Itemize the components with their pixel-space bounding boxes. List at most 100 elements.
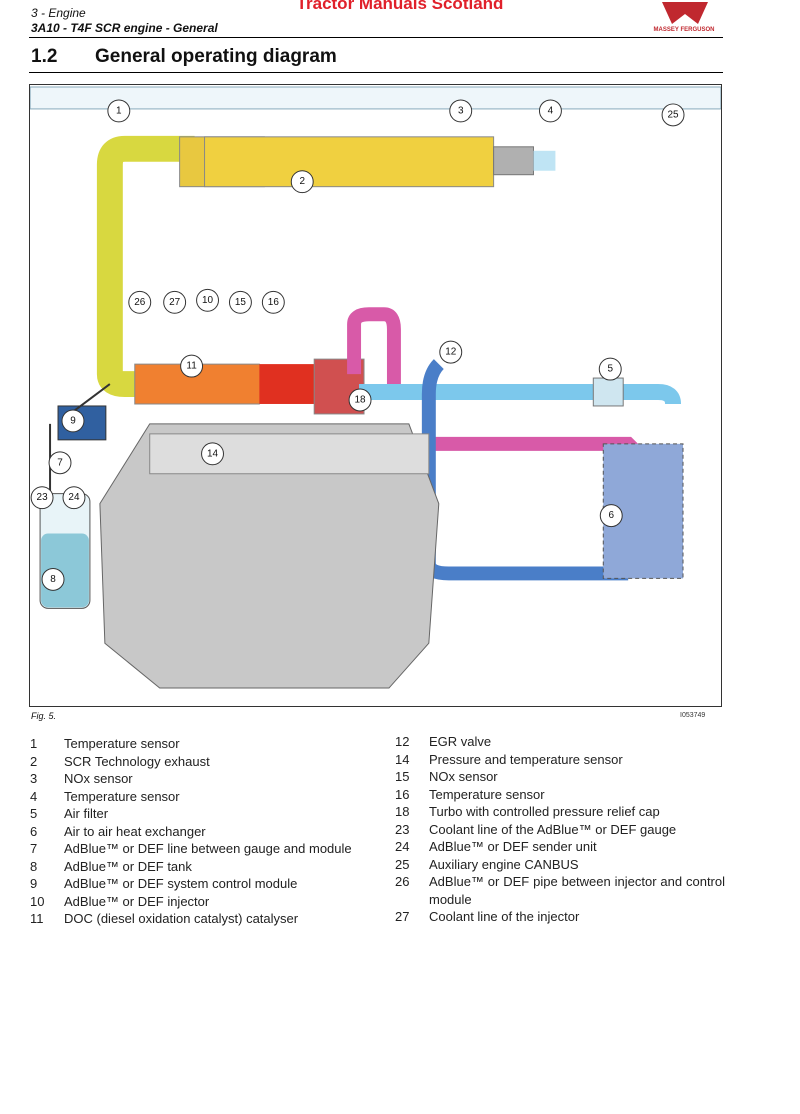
- legend-text: EGR valve: [429, 734, 492, 749]
- callout-number: 5: [607, 364, 613, 375]
- air-filter: [592, 377, 624, 407]
- callout-number: 3: [458, 105, 464, 116]
- header-rule: [29, 37, 723, 38]
- callout-4: 4: [538, 99, 562, 123]
- callout-14: 14: [201, 442, 224, 466]
- doc-catalyser: [134, 363, 275, 405]
- legend-number: 12: [395, 734, 410, 749]
- callout-number: 12: [445, 347, 457, 358]
- legend-text: AdBlue™ or DEF system control module: [64, 876, 298, 891]
- intake-pipe: [359, 384, 682, 405]
- legend-number: 15: [395, 769, 410, 784]
- legend-text: SCR Technology exhaust: [64, 753, 210, 769]
- legend-number: 6: [30, 823, 38, 839]
- callout-number: 16: [268, 297, 280, 308]
- legend-number: 16: [395, 786, 410, 802]
- heat-exchanger: [602, 443, 684, 579]
- massey-ferguson-logo: [662, 2, 708, 24]
- figure-id: I053749: [680, 712, 706, 719]
- callout-number: 10: [202, 295, 214, 306]
- legend-number: 23: [395, 821, 410, 837]
- legend-number: 11: [30, 911, 44, 926]
- callout-1: 1: [107, 99, 131, 123]
- legend-text: NOx sensor: [429, 769, 498, 784]
- legend-text: Temperature sensor: [64, 736, 180, 751]
- legend-text: AdBlue™ or DEF sender unit: [429, 839, 597, 854]
- callout-11: 11: [180, 354, 204, 378]
- callout-number: 24: [68, 492, 80, 503]
- legend-item: 16 Temperature sensor: [395, 786, 725, 804]
- legend-text: Turbo with controlled pressure relief ca…: [429, 804, 660, 819]
- legend-item: 2 SCR Technology exhaust: [30, 753, 362, 771]
- callout-number: 1: [116, 105, 122, 116]
- legend-number: 7: [30, 841, 38, 856]
- legend-number: 4: [30, 788, 38, 804]
- callout-9: 9: [61, 409, 85, 433]
- legend-number: 10: [30, 893, 45, 909]
- scr-exhaust-unit: [204, 136, 495, 188]
- callout-number: 8: [50, 574, 56, 585]
- callout-number: 25: [668, 109, 680, 120]
- callout-26: 26: [128, 290, 152, 314]
- legend-item: 6 Air to air heat exchanger: [30, 823, 362, 841]
- legend-number: 2: [30, 753, 38, 769]
- callout-number: 11: [186, 361, 197, 372]
- legend-item: 26 AdBlue™ or DEF pipe between injector a…: [395, 873, 725, 908]
- legend-text: Coolant line of the AdBlue™ or DEF gauge: [429, 821, 677, 837]
- legend-text: AdBlue™ or DEF tank: [64, 858, 192, 874]
- legend-text: Temperature sensor: [429, 786, 545, 802]
- callout-number: 15: [235, 297, 247, 308]
- callout-number: 14: [207, 448, 219, 459]
- callout-5: 5: [598, 357, 622, 381]
- legend-item: 10 AdBlue™ or DEF injector: [30, 893, 362, 911]
- legend-text: AdBlue™ or DEF pipe between injector and…: [429, 874, 725, 907]
- legend-item: 15 NOx sensor: [395, 768, 725, 786]
- callout-24: 24: [62, 486, 86, 510]
- legend-item: 12 EGR valve: [395, 733, 725, 751]
- canbus-line: [30, 86, 721, 110]
- legend-text: Air to air heat exchanger: [64, 823, 206, 839]
- callout-number: 18: [355, 394, 367, 405]
- legend-number: 18: [395, 804, 410, 819]
- legend-number: 24: [395, 839, 410, 854]
- section-rule: [29, 72, 723, 73]
- legend-number: 1: [30, 736, 38, 751]
- legend-number: 26: [395, 874, 410, 889]
- legend-number: 8: [30, 858, 38, 874]
- callout-number: 9: [70, 415, 76, 426]
- document-subtitle: 3A10 - T4F SCR engine - General: [31, 21, 218, 35]
- callout-7: 7: [48, 451, 72, 475]
- callout-16: 16: [261, 290, 285, 314]
- legend-text: AdBlue™ or DEF injector: [64, 893, 210, 909]
- callout-12: 12: [439, 340, 463, 364]
- legend-number: 5: [30, 806, 38, 821]
- legend-item: 1 Temperature sensor: [30, 735, 362, 753]
- callout-18: 18: [348, 388, 372, 412]
- callout-15: 15: [228, 290, 252, 314]
- callout-number: 27: [169, 297, 181, 308]
- callout-23: 23: [30, 486, 54, 510]
- callout-number: 23: [37, 492, 49, 503]
- callout-number: 7: [57, 457, 63, 468]
- legend-text: DOC (diesel oxidation catalyst) catalyse…: [64, 911, 299, 926]
- callout-2: 2: [290, 170, 314, 194]
- watermark: Tractor Manuals Scotland: [296, 0, 504, 13]
- logo-text: MASSEY FERGUSON: [653, 27, 715, 33]
- exhaust-pipe: [96, 135, 195, 397]
- callout-number: 2: [299, 176, 305, 187]
- legend-item: 24 AdBlue™ or DEF sender unit: [395, 838, 725, 856]
- legend-left: 1 Temperature sensor 2 SCR Technology exhau…: [30, 735, 362, 928]
- legend-item: 11 DOC (diesel oxidation catalyst) cataly…: [30, 910, 362, 928]
- callout-27: 27: [163, 290, 187, 314]
- legend-item: 8 AdBlue™ or DEF tank: [30, 858, 362, 876]
- callout-25: 25: [661, 103, 685, 127]
- callout-3: 3: [449, 99, 473, 123]
- legend-text: NOx sensor: [64, 771, 133, 786]
